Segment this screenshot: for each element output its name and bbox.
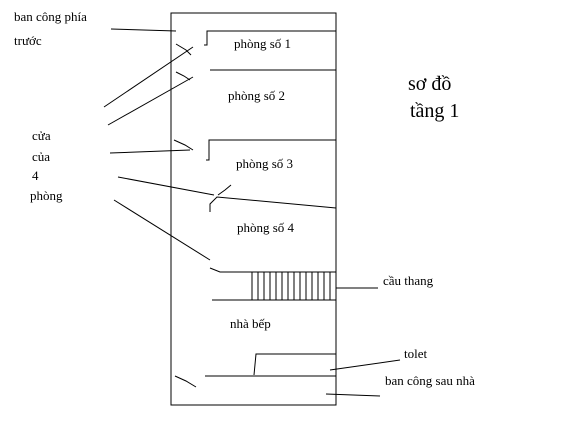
room2-room3-wall bbox=[206, 139, 336, 161]
room-label-4: phòng số 4 bbox=[237, 220, 295, 235]
front-balcony-wall bbox=[204, 30, 336, 46]
door-room3 bbox=[173, 139, 194, 151]
diagram-title-line1: sơ đồ bbox=[408, 73, 451, 95]
toilet-leader bbox=[329, 359, 401, 371]
doors-label-line1: cửa bbox=[32, 128, 51, 143]
doors-label-line4: phòng bbox=[30, 188, 63, 203]
toilet-wall bbox=[253, 353, 336, 376]
door-leader-5 bbox=[113, 199, 211, 261]
staircase bbox=[251, 271, 337, 301]
kitchen-label: nhà bếp bbox=[230, 316, 271, 331]
door-room2 bbox=[175, 71, 191, 81]
room-label-3: phòng số 3 bbox=[236, 156, 293, 171]
front-balcony-leader bbox=[110, 28, 177, 32]
room-label-1: phòng số 1 bbox=[234, 36, 291, 51]
door-leader-4 bbox=[117, 176, 215, 196]
back-balcony-label: ban công sau nhà bbox=[385, 373, 475, 388]
doors-label-line2: của bbox=[32, 149, 50, 164]
building-outline bbox=[170, 12, 337, 406]
door-room4 bbox=[217, 184, 232, 196]
diagram-title-line2: tầng 1 bbox=[410, 100, 459, 122]
door-leader-2 bbox=[107, 76, 194, 126]
room4-bottom-wall bbox=[209, 267, 336, 273]
toilet-label: tolet bbox=[404, 346, 427, 361]
room3-room4-wall bbox=[209, 196, 337, 212]
room-label-2: phòng số 2 bbox=[228, 88, 285, 103]
front-balcony-label-line2: trước bbox=[14, 33, 42, 48]
door-room1 bbox=[175, 43, 192, 56]
stairs-label: cầu thang bbox=[383, 273, 434, 288]
door-leader-3 bbox=[109, 149, 191, 154]
back-balcony-door bbox=[174, 375, 197, 388]
door-leader-1 bbox=[103, 46, 194, 108]
back-balcony-leader bbox=[325, 393, 381, 397]
front-balcony-label-line1: ban công phía bbox=[14, 9, 87, 24]
doors-label-line3: 4 bbox=[32, 168, 39, 183]
